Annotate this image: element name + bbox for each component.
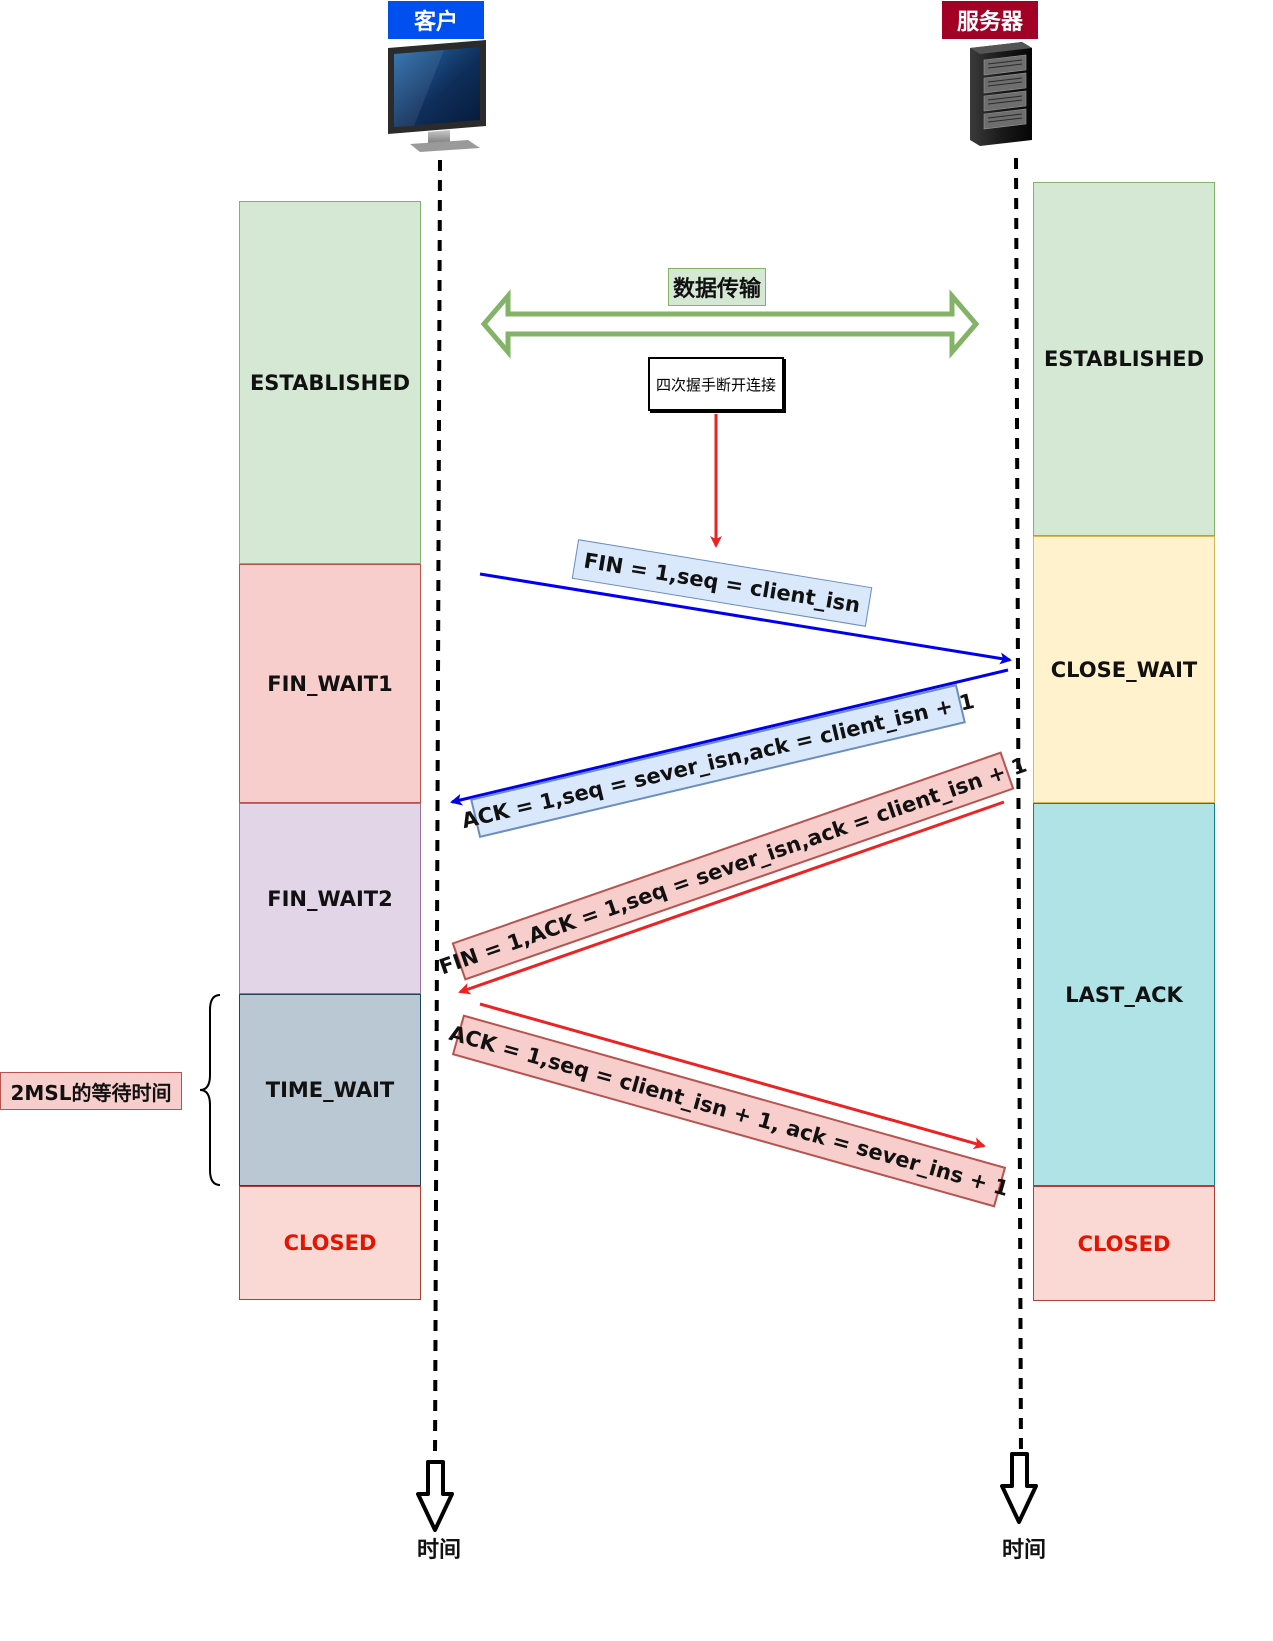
fin-ack-arrow — [458, 800, 1005, 995]
server-state-last-ack: LAST_ACK — [1033, 803, 1215, 1186]
fin-arrow — [479, 572, 1012, 665]
client-state-established-label: ESTABLISHED — [249, 370, 411, 395]
client-time-arrow-icon — [416, 1460, 454, 1532]
server-state-established: ESTABLISHED — [1033, 182, 1215, 536]
client-tag: 客户 — [388, 1, 484, 39]
msl-brace — [199, 994, 221, 1186]
ack-arrow — [450, 668, 1009, 806]
server-label: 服务器 — [956, 10, 1023, 35]
client-state-closed: CLOSED — [239, 1186, 421, 1300]
note-label: 四次握手断开连接 — [655, 375, 776, 394]
server-state-closed: CLOSED — [1033, 1186, 1215, 1301]
client-state-fin-wait1: FIN_WAIT1 — [239, 564, 421, 803]
msl-label-box: 2MSL的等待时间 — [0, 1072, 182, 1110]
client-state-time-wait-label: TIME_WAIT — [265, 1078, 395, 1102]
data-transfer-label-box: 数据传输 — [668, 268, 766, 306]
server-tag: 服务器 — [942, 1, 1038, 39]
four-way-handshake-note: 四次握手断开连接 — [648, 357, 784, 411]
data-transfer-double-arrow-icon — [480, 289, 980, 359]
client-lifeline — [433, 159, 442, 1461]
client-state-closed-label: CLOSED — [283, 1231, 377, 1255]
msl-label: 2MSL的等待时间 — [10, 1080, 172, 1105]
client-label: 客户 — [413, 10, 458, 35]
data-transfer-label: 数据传输 — [672, 277, 761, 302]
final-ack-arrow — [479, 1002, 986, 1150]
server-state-closed-label: CLOSED — [1077, 1231, 1171, 1256]
server-time-arrow-icon — [1000, 1452, 1038, 1524]
server-state-close-wait: CLOSE_WAIT — [1033, 536, 1215, 803]
server-state-established-label: ESTABLISHED — [1043, 347, 1205, 371]
server-lifeline — [1014, 157, 1023, 1459]
client-state-fin-wait1-label: FIN_WAIT1 — [267, 671, 393, 696]
server-rack-icon — [970, 42, 1032, 146]
monitor-icon — [388, 40, 486, 152]
client-state-fin-wait2: FIN_WAIT2 — [239, 803, 421, 994]
server-state-close-wait-label: CLOSE_WAIT — [1050, 657, 1198, 682]
server-time-label: 时间 — [1002, 1538, 1047, 1563]
client-time-label: 时间 — [417, 1538, 462, 1563]
client-state-time-wait: TIME_WAIT — [239, 994, 421, 1186]
client-state-established: ESTABLISHED — [239, 201, 421, 564]
server-state-last-ack-label: LAST_ACK — [1065, 982, 1183, 1007]
client-state-fin-wait2-label: FIN_WAIT2 — [267, 886, 393, 911]
